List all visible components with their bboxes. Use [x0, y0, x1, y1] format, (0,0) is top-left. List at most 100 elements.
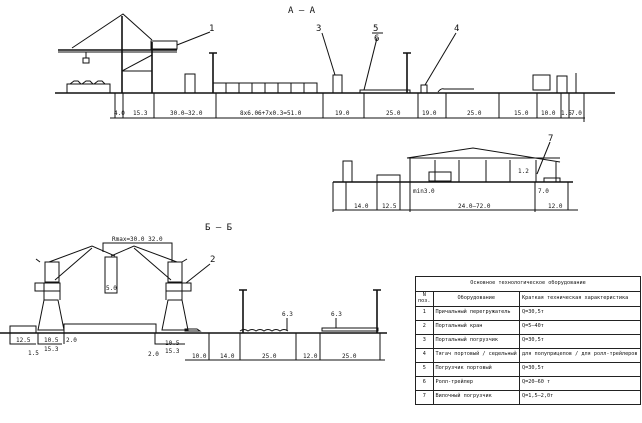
- dim: 10.5: [44, 337, 59, 344]
- dimension-ticks: [9, 333, 385, 361]
- callout-1: 1: [209, 24, 214, 34]
- row-spec: Q=30,5т: [519, 361, 641, 377]
- light-post: [239, 289, 247, 333]
- row-equipment: Вилочный погрузчик: [432, 389, 520, 405]
- callout-5: 5: [373, 24, 378, 34]
- loader: [342, 160, 353, 183]
- table-title: Основное технологическое оборудование: [415, 276, 641, 292]
- row-equipment: Причальный перегружатель: [432, 305, 520, 321]
- dim: 1.5: [561, 110, 572, 117]
- dim: 10.5: [165, 340, 180, 347]
- row-equipment: Портальный погрузчик: [432, 333, 520, 349]
- row-spec: Q=20–60 т: [519, 375, 641, 391]
- row-spec: для полуприцепов / для ролл-трейлеров: [519, 347, 641, 363]
- warehouse-loader: [532, 74, 551, 91]
- dim: 2.0: [148, 351, 159, 358]
- height-dim: 6.3: [331, 311, 342, 318]
- dim: 7.0: [571, 110, 582, 117]
- dim: 10.0: [192, 353, 207, 360]
- header-num: N поз.: [415, 291, 434, 307]
- tractor-4: [420, 84, 428, 94]
- dim: 1.2: [518, 168, 529, 175]
- row-spec: Q=1,5–2,0т: [519, 389, 641, 405]
- dim: 15.3: [133, 110, 148, 117]
- portal-crane-right: [110, 245, 192, 331]
- dim: 25.0: [342, 353, 357, 360]
- dims-aa: 4.0 15.3 30.0–32.0 8x6.06+7x0.3=51.0 19.…: [114, 110, 582, 117]
- stacked-cargo: [321, 327, 379, 332]
- rmax-label: Rmax=30.0 32.0: [112, 236, 163, 243]
- dim: 25.0: [262, 353, 277, 360]
- cargo-block: [63, 323, 157, 334]
- row-spec: Q=30,5т: [519, 333, 641, 349]
- dimension-ticks: [332, 182, 569, 212]
- row-num: 2: [415, 319, 434, 335]
- portal-loader-3: [332, 74, 343, 94]
- cargo-block: [9, 325, 37, 334]
- dim: 25.0: [467, 110, 482, 117]
- dim: 12.0: [548, 203, 563, 210]
- dim: 4.0: [114, 110, 125, 117]
- rmax-dimension: [102, 242, 173, 262]
- truck: [184, 328, 202, 332]
- dim: min3.0: [413, 188, 435, 195]
- header-equipment: Оборудование: [432, 291, 520, 307]
- dim: 14.0: [354, 203, 369, 210]
- ship-containers: [69, 80, 106, 85]
- container-crane: [58, 13, 178, 93]
- forklift-7: [543, 177, 561, 183]
- row-equipment: Погрузчик портовый: [432, 361, 520, 377]
- cargo-stack: [428, 171, 452, 182]
- callout-2: 2: [210, 255, 215, 265]
- row-equipment: Ролл-трейлер: [432, 375, 520, 391]
- dim: 19.0: [335, 110, 350, 117]
- callout-leader-1: [176, 31, 211, 46]
- roll-trailer: [437, 88, 474, 93]
- light-post: [403, 52, 411, 93]
- warehouse-roof: [406, 147, 561, 163]
- row-num: 7: [415, 389, 434, 405]
- truck: [376, 174, 401, 183]
- ship: [66, 83, 111, 94]
- dim: 15.0: [514, 110, 529, 117]
- dim: 19.0: [422, 110, 437, 117]
- table-header-row: N поз. Оборудование Краткая техническая …: [415, 291, 641, 307]
- light-post: [373, 289, 381, 333]
- row-spec: Q=30,5т: [519, 305, 641, 321]
- truck: [184, 73, 196, 94]
- dim: 24.0–72.0: [458, 203, 491, 210]
- dim: 12.5: [382, 203, 397, 210]
- dim: 25.0: [386, 110, 401, 117]
- dim: 7.0: [538, 188, 549, 195]
- row-num: 5: [415, 361, 434, 377]
- dimension-ticks: [114, 93, 585, 122]
- section-warehouse: 7 14.0 12.5 24.0–72.0 12.0 min3.0 7.0 1.…: [332, 134, 578, 212]
- dim: 14.0: [220, 353, 235, 360]
- dim: 12.0: [303, 353, 318, 360]
- callout-4: 4: [454, 24, 459, 34]
- row-num: 1: [415, 305, 434, 321]
- height-dim: 6.3: [282, 311, 293, 318]
- roll-trailer: [359, 89, 411, 94]
- dim: 15.3: [165, 348, 180, 355]
- building-box: [556, 75, 568, 94]
- dim: 2.0: [66, 337, 77, 344]
- dim: 1.5: [28, 350, 39, 357]
- row-num: 6: [415, 375, 434, 391]
- section-aa: А – А 1 3 5: [55, 6, 615, 122]
- section-bb: Б – Б 5.0 Rmax=30.0 32.0 2 6.: [0, 223, 387, 361]
- row-spec: Q=5–40т: [519, 319, 641, 335]
- equipment-table: Основное технологическое оборудование N …: [415, 276, 641, 405]
- dim: 8x6.06+7x0.3=51.0: [240, 110, 302, 117]
- section-bb-title: Б – Б: [205, 223, 232, 233]
- box-dim: 5.0: [106, 285, 117, 292]
- header-spec: Краткая техническая характеристика: [519, 291, 641, 307]
